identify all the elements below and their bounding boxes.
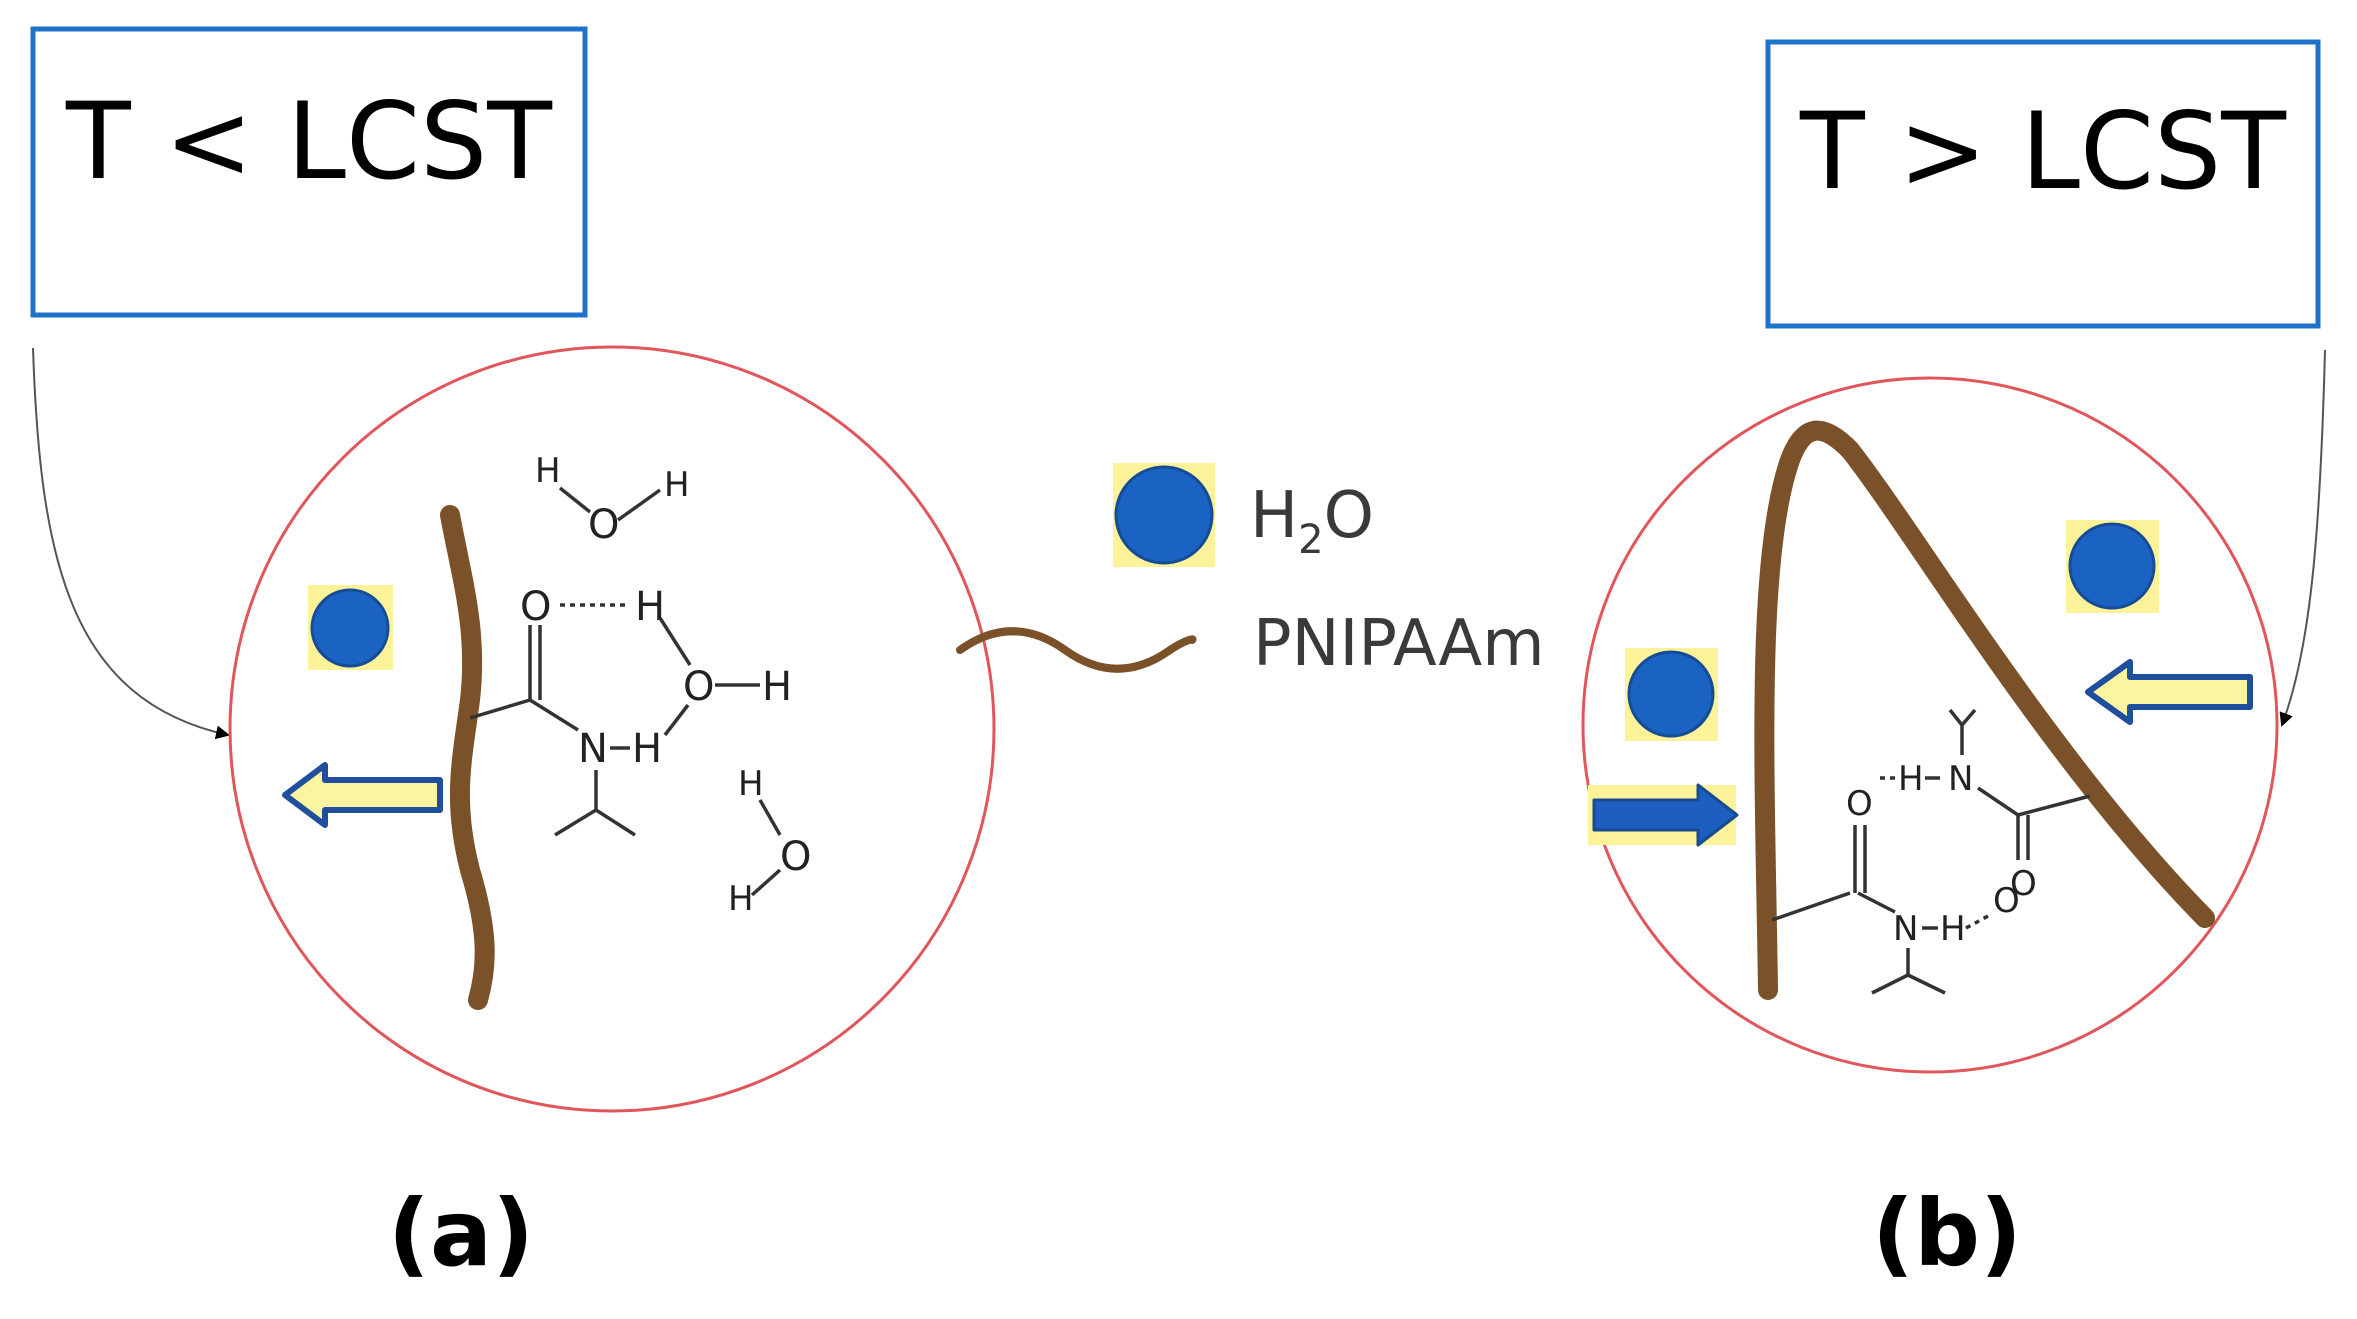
atom-h: H xyxy=(728,879,754,919)
condition-left-label: T < LCST xyxy=(65,80,553,203)
atom-h: H xyxy=(762,664,792,710)
atom-o: O xyxy=(520,584,551,630)
chem-structure-a: H O H O H O H N H H O H xyxy=(469,451,811,919)
atom-o: O xyxy=(780,834,811,880)
connector-arrow-left xyxy=(32,347,230,740)
polymer-chain-extended xyxy=(440,505,495,1010)
polymer-chain-collapsed xyxy=(1754,420,2215,1000)
water-molecule-icon xyxy=(2066,520,2159,613)
atom-o: O xyxy=(1846,784,1873,824)
atom-h: H xyxy=(738,764,764,804)
atom-n: N xyxy=(1948,759,1973,799)
atom-n: N xyxy=(578,726,608,772)
legend-water-label: H2O xyxy=(1250,479,1374,563)
water-molecule-icon xyxy=(308,585,393,670)
panel-a-circle xyxy=(228,345,996,1113)
panel-a-label: (a) xyxy=(388,1180,534,1287)
chem-structure-b: N H O O N H O xyxy=(1771,708,2091,995)
legend: H2O PNIPAAm xyxy=(956,463,1545,681)
legend-water-icon xyxy=(1113,463,1215,567)
arrow-left-yellow-icon xyxy=(2085,659,2253,725)
atom-h: H xyxy=(1940,909,1966,949)
water-molecule-icon xyxy=(1625,648,1718,741)
panel-b-label: (b) xyxy=(1872,1180,2022,1287)
atom-h: H xyxy=(632,726,662,772)
condition-right-label: T > LCST xyxy=(1799,90,2287,213)
atom-h: H xyxy=(664,465,690,505)
arrow-right-blue-icon xyxy=(1588,783,1739,847)
condition-box-right: T > LCST xyxy=(1765,39,2321,329)
atom-n: N xyxy=(1893,909,1918,949)
atom-h: H xyxy=(635,584,665,630)
atom-h: H xyxy=(1898,759,1924,799)
legend-polymer-icon xyxy=(956,627,1197,673)
atom-o: O xyxy=(588,502,619,548)
atom-o: O xyxy=(1993,881,2020,921)
legend-polymer-label: PNIPAAm xyxy=(1253,607,1545,681)
arrow-left-yellow-icon xyxy=(282,762,443,828)
atom-o: O xyxy=(2010,864,2037,904)
condition-box-left: T < LCST xyxy=(30,26,588,318)
atom-o: O xyxy=(683,664,714,710)
connector-arrow-right xyxy=(2279,349,2326,727)
atom-h: H xyxy=(535,451,561,491)
